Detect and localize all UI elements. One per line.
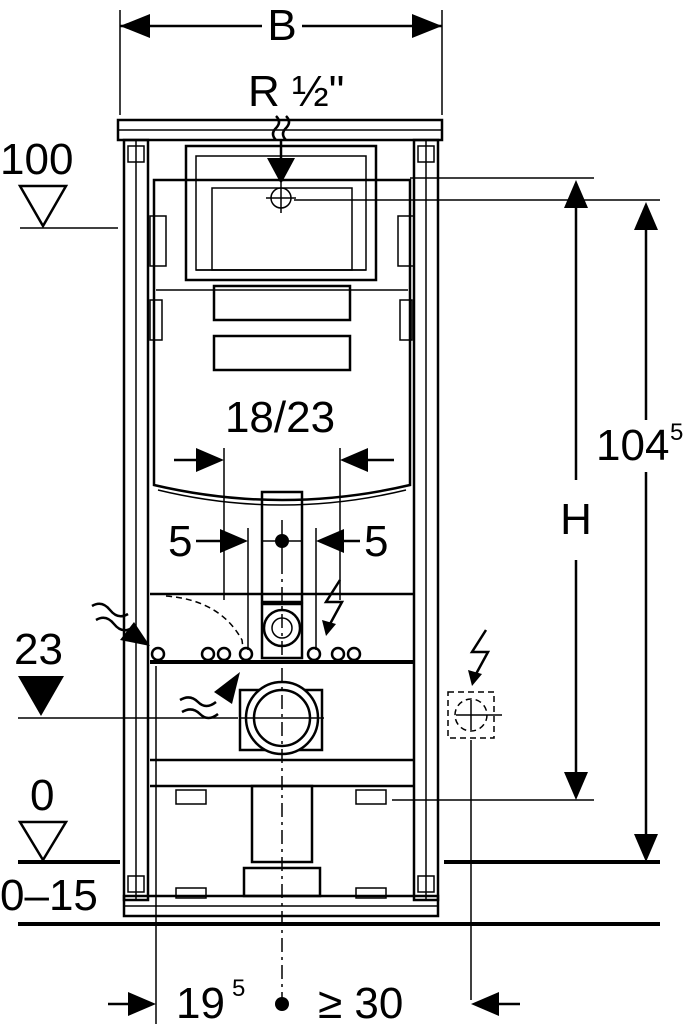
level-23-marker: 23 — [14, 625, 238, 719]
height-h-dimension: H — [392, 177, 594, 801]
connection-label: R ½" — [248, 67, 344, 116]
depth-superscript: 5 — [232, 975, 245, 1002]
total-height-dimension: 104 5 — [294, 199, 683, 862]
offset-right-label: 5 — [364, 517, 388, 566]
waste-water-icon — [179, 672, 240, 720]
spacing-18-23-dimension: 18/23 — [174, 393, 394, 600]
offset-left-label: 5 — [168, 517, 192, 566]
range-label: 0–15 — [0, 871, 98, 920]
total-height-label: 104 — [596, 421, 669, 470]
offset-5-dimension: 5 5 — [168, 517, 388, 650]
level-0-marker: 0 0–15 — [0, 771, 660, 926]
spacing-label: 18/23 — [225, 393, 335, 442]
electric-socket-icon — [447, 629, 502, 1000]
level-100-label: 100 — [0, 135, 73, 184]
flush-pipe — [260, 490, 304, 604]
drain-bend — [238, 680, 324, 756]
installation-frame — [116, 118, 444, 918]
water-supply-icon — [91, 602, 150, 646]
min-distance-label: ≥ 30 — [318, 979, 403, 1024]
height-label: H — [560, 495, 592, 544]
level-23-label: 23 — [14, 625, 63, 674]
width-label: B — [267, 1, 296, 50]
bottom-dimensions: 19 5 ≥ 30 — [108, 666, 520, 1024]
concealed-cistern — [149, 144, 415, 506]
level-100-marker: 100 — [0, 135, 118, 229]
water-connection-marker: R ½" — [248, 67, 344, 184]
width-dimension: B — [119, 1, 443, 115]
electric-connection-icon — [322, 579, 345, 636]
depth-label: 19 — [176, 979, 225, 1024]
total-height-superscript: 5 — [670, 419, 683, 446]
level-0-label: 0 — [30, 771, 54, 820]
